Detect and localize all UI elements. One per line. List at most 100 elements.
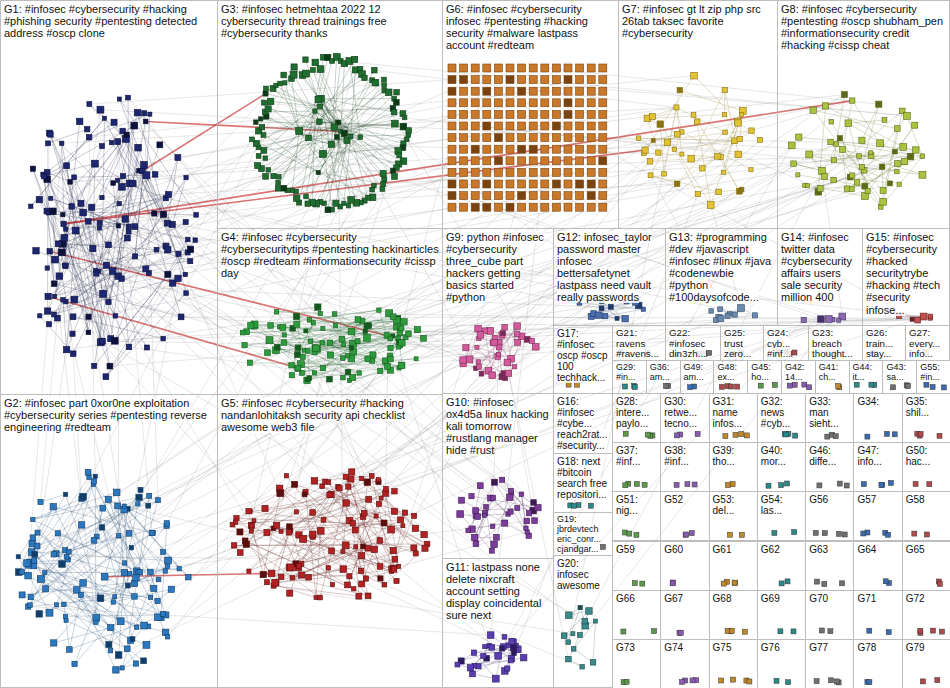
vertex-square [564, 110, 572, 118]
vertex-square [55, 531, 60, 536]
vertex-square [857, 154, 862, 159]
edge-line [512, 493, 528, 532]
vertex-square [448, 134, 456, 142]
vertex-square [529, 64, 537, 72]
edge-line [698, 190, 742, 195]
inter-group-line [487, 101, 852, 173]
vertex-square [311, 321, 315, 325]
vertex-square [109, 268, 116, 275]
vertex-square [90, 245, 96, 251]
inter-group-line [144, 165, 488, 371]
vertex-square [752, 313, 757, 318]
edge-line [55, 146, 102, 260]
vertex-square [494, 110, 502, 118]
vertex-square [300, 354, 305, 359]
vertex-square [850, 173, 855, 178]
edge-line [328, 132, 341, 210]
vertex-square [506, 87, 514, 95]
vertex-square [161, 336, 166, 341]
edge-line [43, 175, 147, 348]
edge-line [299, 124, 395, 131]
edge-line [74, 175, 146, 177]
vertex-square [86, 135, 92, 141]
vertex-square [476, 360, 480, 364]
vertex-square [822, 103, 828, 109]
edge-line [650, 157, 721, 161]
edge-line [848, 123, 865, 186]
edge-line [265, 111, 315, 113]
edge-line [32, 507, 54, 552]
vertex-square [155, 598, 160, 603]
vertex-square [79, 592, 84, 597]
vertex-square [460, 99, 468, 107]
edge-line [237, 518, 403, 526]
edge-line [63, 300, 67, 350]
vertex-square [587, 122, 595, 130]
vertex-square [541, 157, 549, 165]
vertex-square [100, 505, 106, 511]
edge-line [852, 156, 923, 189]
vertex-square [414, 327, 420, 333]
vertex-square [862, 183, 868, 189]
edge-line [95, 476, 97, 622]
vertex-square [275, 186, 281, 192]
edge-line [724, 115, 742, 173]
edge-line [22, 494, 66, 571]
edge-line [691, 90, 725, 159]
edge-line [33, 169, 110, 366]
edge-line [128, 98, 130, 232]
edge-line [117, 493, 161, 618]
edge-line [31, 500, 158, 597]
edge-line [65, 121, 80, 265]
edge-line [318, 99, 344, 133]
vertex-square [500, 331, 505, 336]
vertex-square [346, 204, 350, 208]
vertex-square [250, 137, 255, 142]
edge-line [318, 133, 344, 172]
vertex-square [349, 346, 353, 350]
vertex-square [722, 170, 726, 174]
inter-group-line [125, 320, 716, 563]
vertex-square [19, 592, 25, 598]
vertex-square [64, 554, 69, 559]
edge-line [509, 336, 522, 373]
vertex-square [117, 201, 121, 205]
vertex-square [148, 595, 152, 599]
vertex-square [388, 336, 393, 341]
vertex-square [587, 134, 595, 142]
vertex-square [106, 242, 112, 248]
vertex-square [135, 144, 142, 151]
vertex-square [448, 87, 456, 95]
vertex-square [463, 345, 469, 351]
vertex-square [61, 221, 66, 226]
vertex-square [123, 561, 127, 565]
edge-line [240, 484, 294, 552]
vertex-square [707, 202, 714, 209]
vertex-square [372, 79, 379, 86]
vertex-square [529, 338, 534, 343]
vertex-square [587, 203, 595, 211]
edge-line [106, 293, 186, 377]
vertex-square [460, 122, 468, 130]
vertex-square [304, 329, 308, 333]
vertex-square [99, 525, 104, 530]
vertex-square [122, 216, 128, 222]
vertex-square [105, 496, 111, 502]
vertex-square [193, 238, 198, 243]
edge-line [367, 482, 424, 534]
vertex-square [274, 310, 279, 315]
vertex-square [869, 151, 873, 155]
vertex-square [501, 371, 506, 376]
vertex-square [541, 145, 549, 153]
edge-line [54, 275, 185, 315]
vertex-square [822, 174, 828, 180]
edge-line [44, 176, 54, 283]
edge-line [63, 270, 96, 299]
vertex-square [259, 117, 263, 121]
vertex-square [132, 594, 138, 600]
edge-line [41, 579, 110, 651]
vertex-square [115, 503, 121, 509]
vertex-square [310, 68, 315, 73]
vertex-square [111, 600, 115, 604]
vertex-square [333, 324, 337, 328]
